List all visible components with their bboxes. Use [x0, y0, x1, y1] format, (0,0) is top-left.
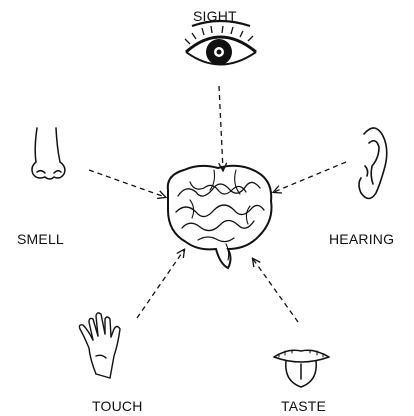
label-smell: SMELL — [17, 231, 64, 247]
ear-icon — [359, 128, 387, 199]
arrow-hearing-to-brain — [274, 162, 346, 192]
tongue-icon — [274, 350, 329, 387]
label-touch: TOUCH — [92, 398, 143, 414]
arrow-sight-to-brain — [219, 86, 223, 170]
brain-icon — [168, 166, 272, 268]
arrow-taste-to-brain — [253, 259, 298, 322]
nose-icon — [32, 128, 65, 179]
eye-icon — [185, 21, 256, 65]
label-sight: SIGHT — [193, 8, 237, 24]
arrow-touch-to-brain — [137, 250, 184, 318]
label-hearing: HEARING — [329, 231, 394, 247]
hand-icon — [79, 313, 120, 378]
arrow-smell-to-brain — [89, 170, 165, 197]
label-taste: TASTE — [281, 398, 326, 414]
